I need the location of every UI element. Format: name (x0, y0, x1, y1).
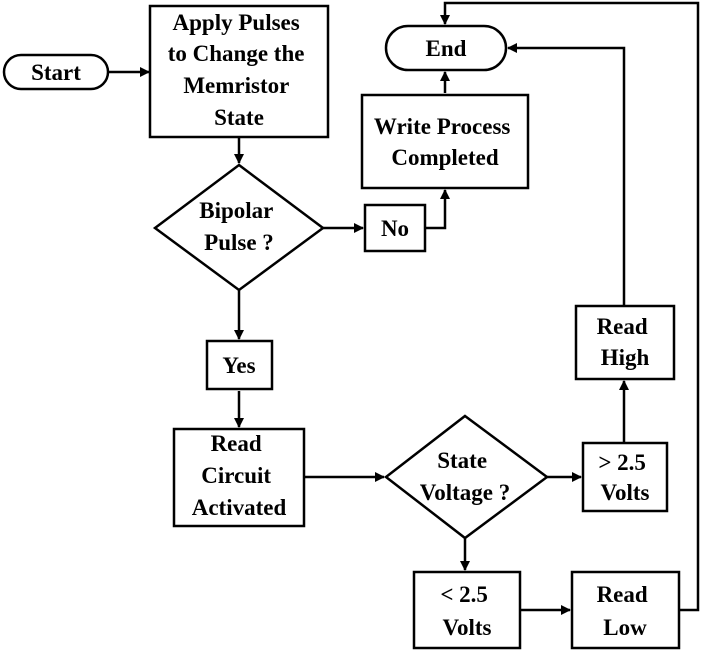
yes-label: Yes (222, 353, 255, 378)
node-apply-pulses: Apply Pulses to Change the Memristor Sta… (148, 4, 330, 139)
node-bipolar-pulse-decision: Bipolar Pulse ? (152, 163, 326, 292)
node-read-low: Read Low (570, 570, 681, 650)
node-end: End (384, 24, 508, 72)
apply-pulses-label: Apply Pulses to Change the Memristor Sta… (168, 10, 310, 130)
node-read-circuit: Read Circuit Activated (172, 427, 306, 528)
start-label: Start (31, 60, 81, 85)
read-circuit-label: Read Circuit Activated (192, 431, 287, 520)
no-label: No (381, 216, 409, 241)
node-no: No (363, 203, 427, 253)
node-start: Start (2, 53, 110, 91)
node-yes: Yes (205, 339, 274, 391)
connectors (108, 1, 700, 615)
state-voltage-label: State Voltage ? (420, 448, 511, 505)
node-read-high: Read High (574, 304, 676, 381)
node-less-than-2-5-volts: < 2.5 Volts (412, 570, 522, 650)
write-completed-label: Write Process Completed (374, 114, 516, 170)
bipolar-pulse-label: Bipolar Pulse ? (199, 198, 278, 255)
read-low-label: Read Low (597, 582, 654, 640)
edge-read-high-to-end (507, 43, 626, 306)
node-state-voltage-decision: State Voltage ? (383, 414, 550, 540)
less-than-label: < 2.5 Volts (440, 582, 493, 640)
end-label: End (426, 36, 467, 61)
edge-read-low-to-end (440, 1, 700, 612)
node-write-completed: Write Process Completed (360, 93, 530, 190)
greater-than-label: > 2.5 Volts (598, 450, 651, 505)
read-high-label: Read High (597, 314, 654, 370)
edge-no-to-write-completed (425, 189, 450, 230)
node-greater-than-2-5-volts: > 2.5 Volts (581, 441, 669, 513)
